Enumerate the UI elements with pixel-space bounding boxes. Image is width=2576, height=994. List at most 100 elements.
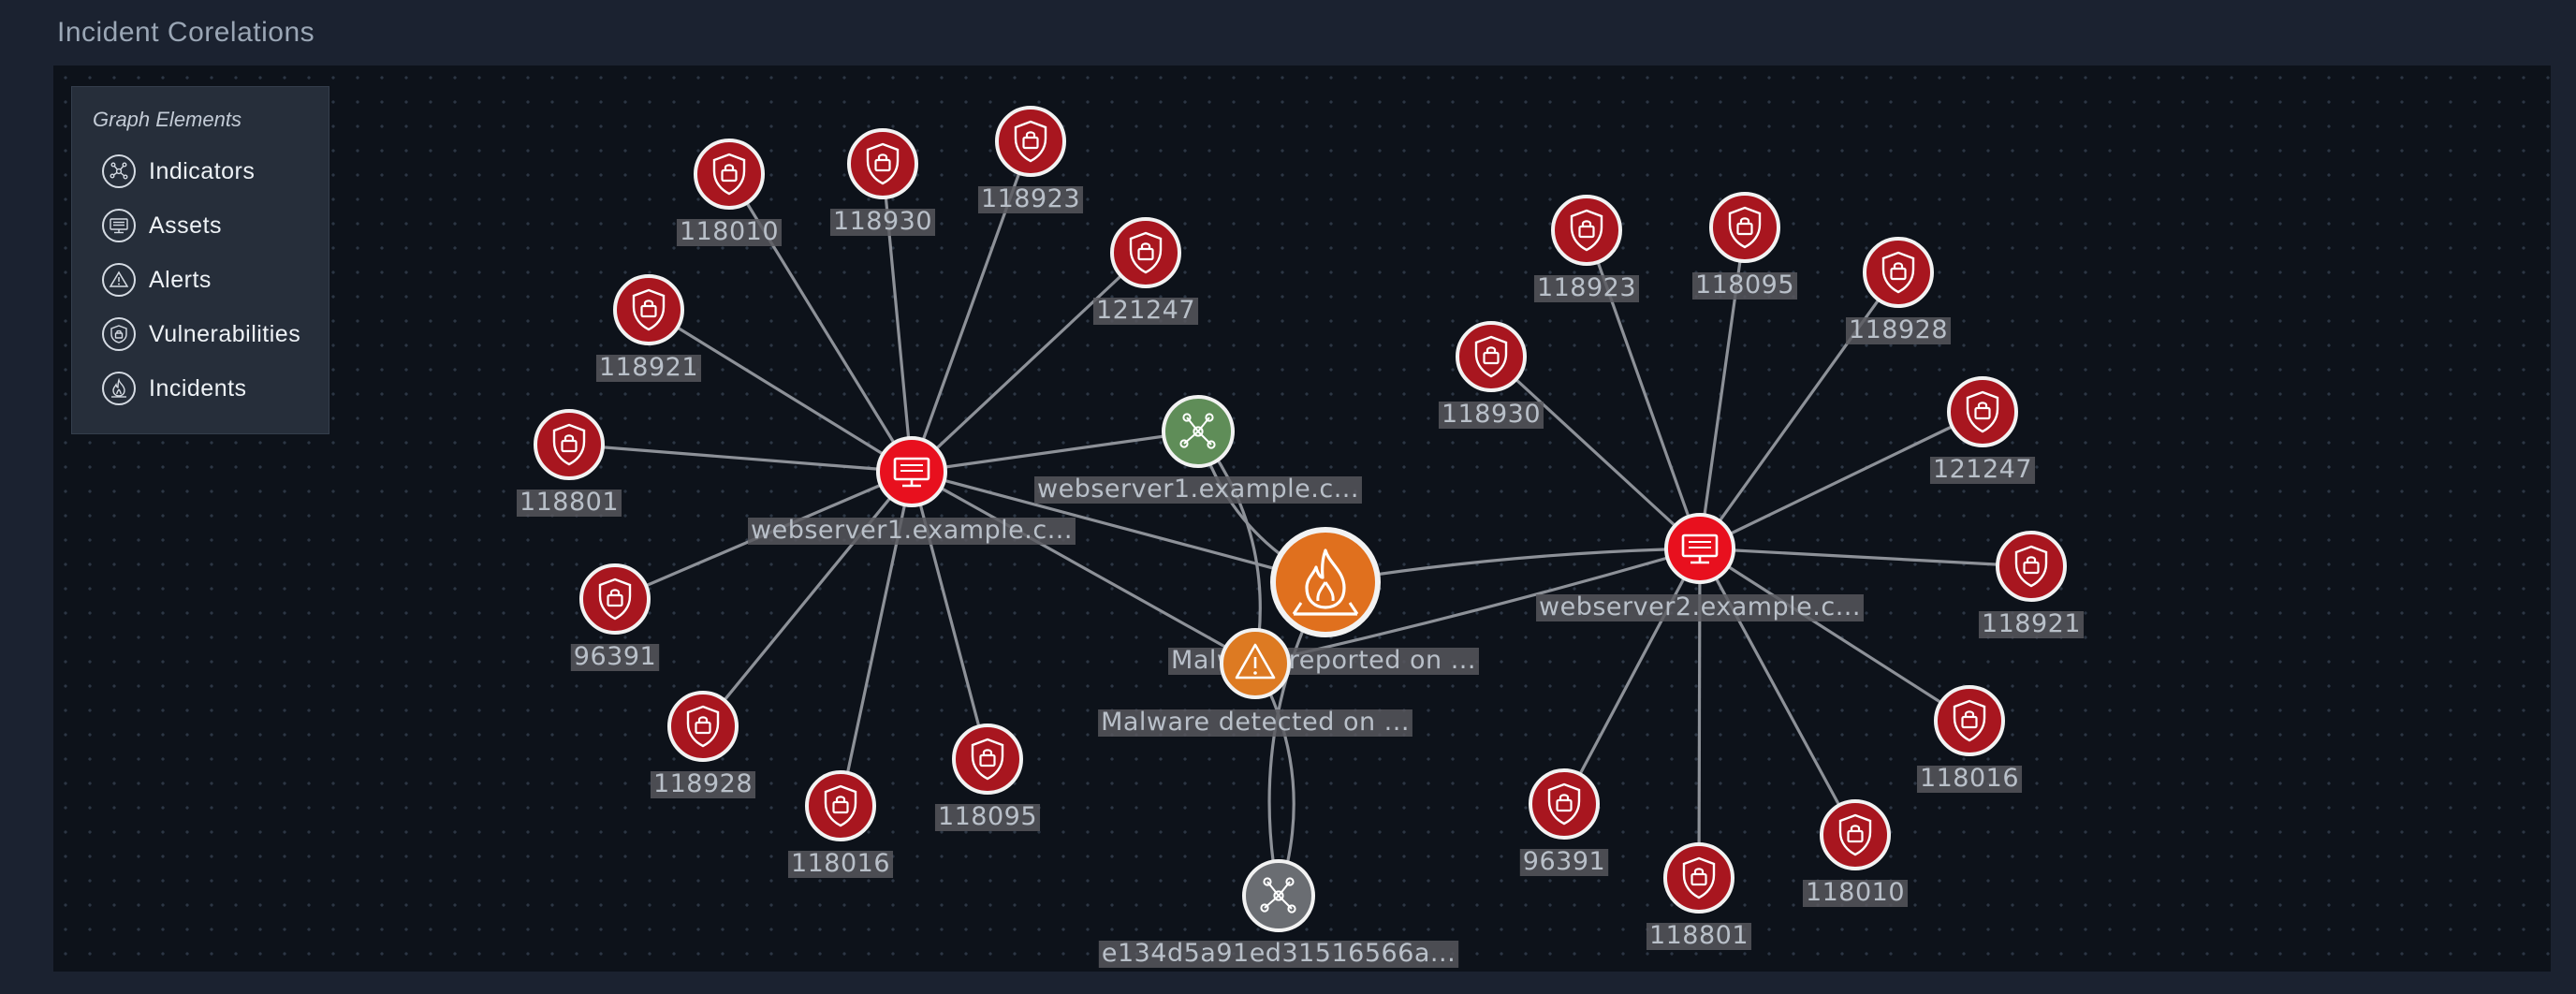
vulnerability-node[interactable] (805, 770, 876, 841)
node-label: 118801 (1649, 921, 1749, 950)
legend-item-indicators[interactable]: Indicators (102, 153, 317, 194)
node-label: 96391 (1523, 847, 1605, 876)
node-label-group: webserver2.example.c... (1536, 592, 1864, 621)
vulnerability-node-circle[interactable] (1456, 321, 1527, 392)
node-label-group: webserver1.example.c... (748, 516, 1076, 545)
vulnerability-node-circle[interactable] (694, 139, 765, 210)
vulnerability-node-circle[interactable] (1863, 237, 1934, 308)
graph-edge (568, 443, 913, 474)
label-background (595, 355, 702, 382)
label-background (650, 771, 756, 798)
vulnerability-node-circle[interactable] (995, 106, 1066, 177)
label-background (748, 518, 1076, 545)
vulnerability-node-circle[interactable] (1996, 531, 2067, 602)
node-label: Malware reported on ... (1171, 646, 1476, 675)
vulnerability-node-circle[interactable] (1820, 799, 1891, 870)
vulnerability-node-circle[interactable] (579, 563, 651, 635)
legend-item-alerts[interactable]: Alerts (102, 261, 317, 302)
vulnerability-node[interactable] (847, 128, 918, 199)
vulnerability-node[interactable] (1947, 376, 2018, 447)
vulnerability-node-circle[interactable] (1551, 195, 1622, 266)
graph-edge (648, 308, 913, 474)
vulnerability-node-circle[interactable] (613, 274, 684, 345)
vulnerability-node-circle[interactable] (952, 724, 1023, 795)
vulnerability-node-circle[interactable] (1529, 768, 1600, 840)
graph-edge (911, 430, 1199, 474)
incident-icon (1292, 548, 1359, 616)
vulnerability-node[interactable] (1551, 195, 1622, 266)
graph-edge (701, 470, 914, 728)
vulnerability-node[interactable] (613, 274, 684, 345)
node-label: 121247 (1933, 455, 2032, 484)
vulnerability-node[interactable] (1456, 321, 1527, 392)
node-label-group: Malware reported on ... (1168, 646, 1479, 675)
node-label: 118923 (981, 184, 1080, 213)
node-label: 118095 (938, 802, 1037, 831)
legend-item-assets[interactable]: Assets (102, 207, 317, 248)
vulnerability-node[interactable] (995, 106, 1066, 177)
graph-canvas[interactable]: webserver1.example.c... webserver2.exampl… (53, 66, 2551, 972)
legend-title: Graph Elements (93, 108, 242, 131)
vulnerability-node-circle[interactable] (1110, 217, 1181, 288)
node-label: 118095 (1695, 270, 1794, 300)
vulnerability-node-circle[interactable] (1663, 842, 1734, 914)
indicator-node[interactable] (1162, 395, 1235, 468)
node-label-group: 118921 (1978, 609, 2085, 638)
alert-node[interactable] (1220, 628, 1291, 699)
node-label: 118016 (791, 849, 890, 878)
vulnerability-node[interactable] (1934, 685, 2005, 756)
label-background (934, 804, 1041, 831)
graph-edge (911, 470, 1256, 665)
indicator-icon (102, 154, 136, 188)
node-label: 96391 (574, 642, 656, 671)
label-background (1034, 476, 1362, 504)
vulnerability-node[interactable] (1709, 192, 1780, 263)
node-label: 118010 (680, 217, 779, 246)
vulnerability-node-circle[interactable] (847, 128, 918, 199)
vulnerability-icon (552, 423, 586, 466)
incident-node[interactable] (1270, 527, 1381, 637)
correlation-graph[interactable]: webserver1.example.c... webserver2.exampl… (53, 66, 2551, 972)
vulnerability-node[interactable] (667, 691, 739, 762)
vulnerability-node[interactable] (1820, 799, 1891, 870)
label-background (570, 644, 660, 671)
graph-edge (1698, 548, 1857, 836)
vulnerability-icon (2014, 545, 2048, 588)
vulnerability-node-circle[interactable] (1947, 376, 2018, 447)
incident-icon (102, 372, 136, 405)
node-label: 118930 (1442, 400, 1541, 429)
vulnerability-node[interactable] (1663, 842, 1734, 914)
graph-nodes[interactable] (534, 106, 2067, 932)
node-label: webserver1.example.c... (751, 516, 1073, 545)
vulnerability-icon (598, 577, 632, 621)
legend-item-vulnerabilities[interactable]: Vulnerabilities (102, 315, 317, 357)
node-label: 118010 (1806, 878, 1905, 907)
vulnerability-node-circle[interactable] (1709, 192, 1780, 263)
asset-node[interactable] (1664, 513, 1735, 584)
graph-edge (1489, 355, 1702, 550)
indicator-node[interactable] (1242, 859, 1315, 932)
vulnerability-node[interactable] (534, 409, 605, 480)
vulnerability-node-circle[interactable] (805, 770, 876, 841)
node-label-group: 118923 (977, 184, 1084, 213)
vulnerability-node[interactable] (1110, 217, 1181, 288)
vulnerability-node-circle[interactable] (534, 409, 605, 480)
vulnerability-node-circle[interactable] (1934, 685, 2005, 756)
vulnerability-icon (632, 288, 666, 331)
vulnerability-node[interactable] (1529, 768, 1600, 840)
vulnerability-node[interactable] (1996, 531, 2067, 602)
asset-node[interactable] (876, 436, 947, 507)
vulnerability-node[interactable] (952, 724, 1023, 795)
graph-edge (1698, 271, 1900, 549)
vulnerability-node[interactable] (579, 563, 651, 635)
vulnerability-node[interactable] (1863, 237, 1934, 308)
vulnerability-node[interactable] (694, 139, 765, 210)
vulnerability-node-circle[interactable] (667, 691, 739, 762)
vulnerability-icon (1838, 813, 1872, 856)
vulnerability-icon (971, 738, 1004, 781)
legend-item-incidents[interactable]: Incidents (102, 370, 317, 411)
node-label-group: 118930 (1438, 400, 1544, 429)
graph-edge (910, 251, 1148, 474)
vulnerability-icon (1129, 231, 1163, 274)
node-label: e134d5a91ed31516566a... (1102, 939, 1456, 968)
